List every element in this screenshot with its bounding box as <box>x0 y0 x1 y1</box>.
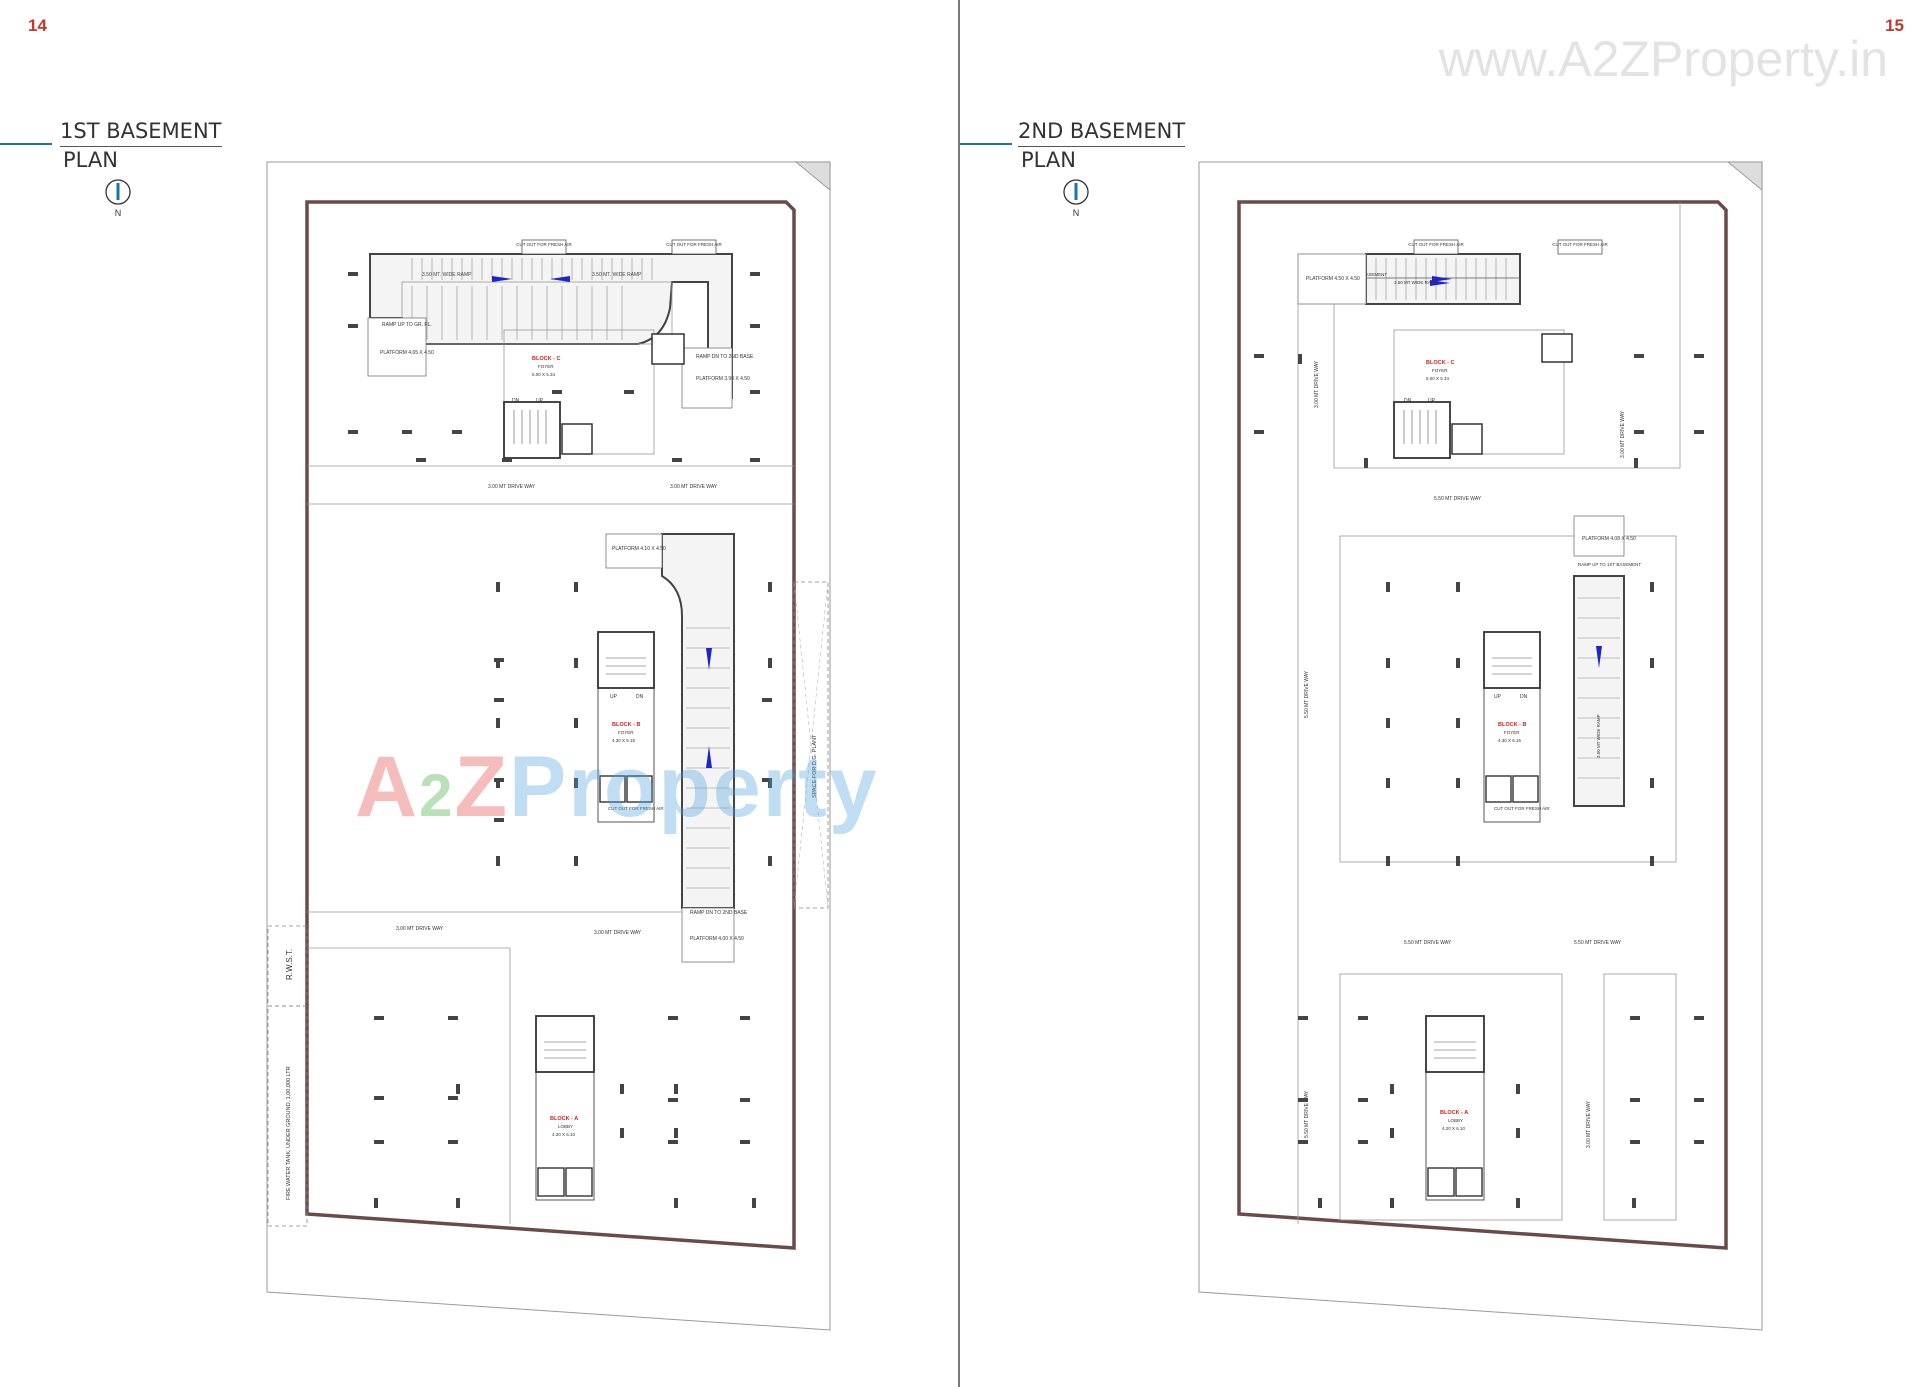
block-b-label: BLOCK - B <box>612 722 640 728</box>
dn-label: DN <box>636 694 644 700</box>
ramp-dn-label: RAMP DN TO 2ND BASE <box>690 910 748 916</box>
north-label: N <box>1073 208 1080 218</box>
platform-label: PLATFORM 4.65 X 4.50 <box>380 350 434 356</box>
north-compass-icon: N <box>105 179 131 218</box>
columns <box>1254 354 1704 1208</box>
left-page: 14 1ST BASEMENT PLAN N <box>0 0 958 1387</box>
driveway-label: 5.50 MT DRIVE WAY <box>1304 670 1310 718</box>
columns <box>348 272 772 1208</box>
cutout-label: CUT OUT FOR FRESH AIR <box>1552 242 1608 247</box>
ramp-arrow-icon <box>1432 276 1452 282</box>
driveway-label: 3.00 MT DRIVE WAY <box>1620 410 1626 458</box>
up-label: UP <box>1428 398 1436 404</box>
foyer-label: FOYER <box>538 364 554 369</box>
fire-tank-label: FIRE WATER TANK, UNDER GROUND, 1,00,000 … <box>286 1066 292 1200</box>
foyer-label: FOYER <box>1432 368 1448 373</box>
north-label: N <box>115 208 122 218</box>
watermark-url: www.A2ZProperty.in <box>1438 31 1888 87</box>
driveway-label: 5.50 MT DRIVE WAY <box>1574 940 1622 946</box>
lobby-label: LOBBY <box>558 1124 573 1129</box>
ramp-arrow-icon <box>706 648 712 670</box>
driveway-label: 5.50 MT DRIVE WAY <box>1434 496 1482 502</box>
foyer-size: 4.30 X 6.15 <box>612 738 636 743</box>
block-a-label: BLOCK - A <box>550 1116 578 1122</box>
driveway-label: 3.00 MT DRIVE WAY <box>488 484 536 490</box>
ramp-label: 3.50 MT WIDE RAMP <box>1394 280 1438 285</box>
driveway-label: 3.00 MT DRIVE WAY <box>1314 360 1320 408</box>
foyer-label: FOYER <box>618 730 634 735</box>
dn-label: DN <box>512 398 520 404</box>
foyer-size: 6.00 X 5.34 <box>532 372 556 377</box>
lobby-size: 4.20 X 6.10 <box>552 1132 576 1137</box>
title-rule <box>0 143 52 145</box>
platform-label: PLATFORM 4.08 X 4.50 <box>1582 536 1636 542</box>
lobby-label: LOBBY <box>1448 1118 1463 1123</box>
platform-label: PLATFORM 4.10 X 4.50 <box>612 546 666 552</box>
ramp-label: 3.50 MT. WIDE RAMP <box>592 272 642 278</box>
block-a-label: BLOCK - A <box>1440 1110 1468 1116</box>
ramp-arrow-icon <box>1596 646 1602 668</box>
up-label: UP <box>536 398 544 404</box>
block-b-label: BLOCK - B <box>1498 722 1526 728</box>
ramp-arrow-icon <box>492 276 512 282</box>
ramp-hatching <box>411 258 653 340</box>
up-label: UP <box>610 694 618 700</box>
plan-title-line1: 1ST BASEMENT <box>60 118 222 147</box>
ramp-label: 3.50 MT WIDE RAMP <box>1596 714 1601 758</box>
plan-title: 1ST BASEMENT PLAN <box>60 118 222 174</box>
ramp-arrow-icon <box>706 746 712 768</box>
foyer-label: FOYER <box>1504 730 1520 735</box>
platform-label: PLATFORM 4.50 X 4.50 <box>1306 276 1360 282</box>
ramp-arrow-icon <box>550 276 570 282</box>
cutout-label: CUT OUT FOR FRESH AIR <box>1408 242 1464 247</box>
driveway-label: 3.00 MT DRIVE WAY <box>396 926 444 932</box>
cutout-label: CUT OUT FOR FRESH AIR <box>608 806 664 811</box>
platform-label: PLATFORM 3.90 X 4.50 <box>696 376 750 382</box>
book-spine <box>958 0 960 1387</box>
page-number: 14 <box>28 16 47 35</box>
cutout-label: CUT OUT FOR FRESH AIR <box>1494 806 1550 811</box>
foyer-size: 6.00 X 5.34 <box>1426 376 1450 381</box>
driveway-label: 3.00 MT DRIVE WAY <box>670 484 718 490</box>
dg-plant-label: SPACE FOR D.G. PLANT <box>812 734 818 798</box>
a2z-logo-watermark: A2ZProperty <box>355 739 879 835</box>
plan-title: 2ND BASEMENT PLAN <box>1018 118 1186 174</box>
ramp-arrow-icon <box>1430 280 1450 286</box>
driveway-label: 5.50 MT DRIVE WAY <box>1304 1090 1310 1138</box>
plan-title-line2: PLAN <box>63 148 118 172</box>
ramp-up-label: RAMP UP TO 1ST BASEMENT <box>1578 562 1641 567</box>
second-basement-plan: RAMP UP TO 1ST BASEMENT 3.50 MT WIDE RAM… <box>1198 161 1763 1331</box>
foyer-size: 4.30 X 6.15 <box>1498 738 1522 743</box>
cutout-label: CUT OUT FOR FRESH AIR <box>516 242 572 247</box>
north-compass-icon: N <box>1063 179 1089 218</box>
ramp-dn-label: RAMP DN TO 2ND BASE <box>696 354 754 360</box>
platform-label: PLATFORM 4.00 X 4.50 <box>690 936 744 942</box>
driveway-label: 3.00 MT DRIVE WAY <box>594 930 642 936</box>
ramp-gr-label: RAMP UP TO GR. FL. <box>382 322 432 328</box>
page-number: 15 <box>1885 16 1904 35</box>
dn-label: DN <box>1404 398 1412 404</box>
block-c-label: BLOCK - C <box>532 356 560 362</box>
title-rule <box>960 143 1012 145</box>
lobby-size: 4.20 X 6.10 <box>1442 1126 1466 1131</box>
rwst-label: R.W.S.T. <box>285 949 294 980</box>
ramp-label: 3.50 MT. WIDE RAMP <box>422 272 472 278</box>
block-c-label: BLOCK - C <box>1426 360 1454 366</box>
driveway-label: 3.00 MT DRIVE WAY <box>1586 1100 1592 1148</box>
driveway-label: 5.50 MT DRIVE WAY <box>1404 940 1452 946</box>
right-page: 15 www.A2ZProperty.in 2ND BASEMENT PLAN … <box>960 0 1918 1387</box>
first-basement-plan: 3.50 MT. WIDE RAMP 3.50 MT. WIDE RAMP CU… <box>266 161 831 1331</box>
plan-title-line1: 2ND BASEMENT <box>1018 118 1186 147</box>
dn-label: DN <box>1520 694 1528 700</box>
plan-title-line2: PLAN <box>1021 148 1076 172</box>
up-label: UP <box>1494 694 1502 700</box>
cutout-label: CUT OUT FOR FRESH AIR <box>666 242 722 247</box>
